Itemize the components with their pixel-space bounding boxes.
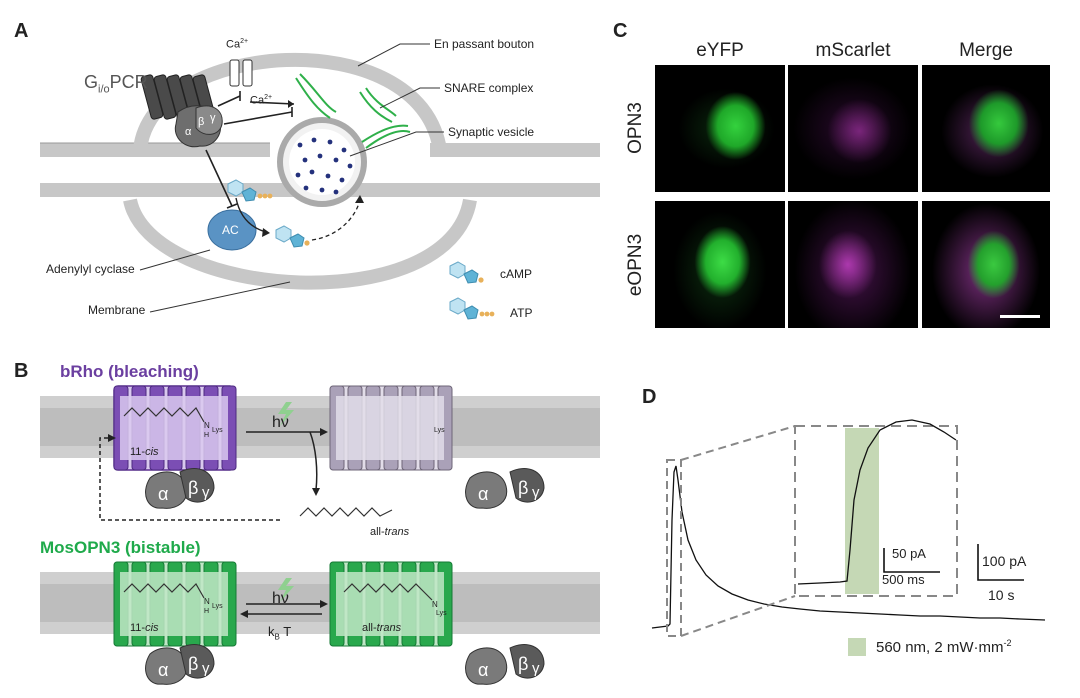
row-header-eopn3: eOPN3 (625, 233, 646, 297)
kbt-label: kB T (268, 624, 292, 642)
alpha-label-1: α (158, 484, 169, 504)
micrograph-eopn3-eyfp (655, 201, 785, 328)
hv-label-top: hν (272, 414, 289, 431)
alpha-label-4: α (478, 660, 489, 680)
panel-label-d: D (642, 386, 657, 408)
lys-label-3: Lys (212, 603, 223, 610)
main-scale-y: 100 pA (982, 553, 1027, 569)
micrograph-opn3-merge (922, 65, 1050, 192)
gpcr-helices (140, 74, 216, 120)
vesicle-dots (295, 137, 353, 195)
adenylyl-cyclase-enzyme: AC (222, 223, 239, 237)
rhodopsin-cycle-diagram (40, 385, 600, 685)
hv-label-bottom: hν (272, 590, 289, 607)
light-pulse-bar (845, 428, 879, 594)
cis-label-top: 11-cis (130, 446, 159, 458)
mosopn3-opsin-cis (113, 561, 237, 647)
lys-label-1: Lys (212, 427, 223, 434)
nitrogen-label-1: N (204, 421, 210, 430)
inset-scale-x: 500 ms (882, 572, 925, 587)
beta-label-2: β (518, 478, 529, 498)
gamma-label-1: γ (202, 484, 210, 501)
calcium-label-inside: Ca2+ (250, 94, 273, 107)
col-header-merge: Merge (959, 40, 1013, 61)
panel-label-c: C (613, 20, 628, 42)
gamma-label-4: γ (532, 660, 540, 677)
nitrogen-label-3: N (432, 600, 438, 609)
synapse-diagram (40, 43, 600, 320)
col-header-eyfp: eYFP (696, 40, 744, 61)
panel-label-b: B (14, 360, 29, 382)
all-trans-label-free: all-trans (370, 526, 410, 538)
g-proteins (145, 468, 545, 685)
all-trans-label-bottom: all-trans (362, 622, 402, 634)
lys-label-2: Lys (434, 427, 445, 434)
row-header-opn3: OPN3 (625, 102, 646, 154)
calcium-label-top: Ca2+ (226, 38, 249, 51)
g-beta-label: β (198, 116, 205, 128)
beta-label-3: β (188, 654, 199, 674)
hydrogen-label-1: H (204, 432, 210, 439)
panel-label-a: A (14, 20, 29, 42)
inset-box (794, 425, 958, 597)
beta-label-4: β (518, 654, 529, 674)
legend-atp-icon (449, 297, 495, 320)
beta-label-1: β (188, 478, 199, 498)
camp-legend-label: cAMP (500, 267, 533, 281)
main-current-trace (651, 465, 1046, 629)
membrane-label: Membrane (88, 303, 146, 317)
gamma-label-3: γ (202, 660, 210, 677)
en-passant-label: En passant bouton (434, 37, 535, 51)
hydrogen-label-2: H (204, 608, 210, 615)
inset-scale-y: 50 pA (892, 546, 926, 561)
atp-molecule-icon (227, 179, 273, 202)
leader-lines (139, 43, 444, 313)
brho-opsin (113, 385, 237, 471)
legend-camp-icon (449, 261, 484, 284)
light-bolt-icon-2 (278, 578, 294, 602)
mosopn3-title: MosOPN3 (bistable) (40, 538, 201, 557)
light-bolt-icon (278, 402, 294, 426)
snare-strands (295, 73, 411, 149)
alpha-label-2: α (478, 484, 489, 504)
micrograph-opn3-eyfp (655, 65, 785, 192)
nitrogen-label-2: N (204, 597, 210, 606)
vesicle-label: Synaptic vesicle (448, 125, 535, 139)
calcium-channel (229, 59, 253, 87)
reaction-arrows (99, 431, 322, 615)
alpha-label-3: α (158, 660, 169, 680)
atp-legend-label: ATP (510, 306, 533, 320)
cis-label-bottom: 11-cis (130, 622, 159, 634)
adenylyl-label: Adenylyl cyclase (46, 262, 135, 276)
col-header-mscarlet: mScarlet (815, 40, 891, 61)
apo-opsin (329, 385, 453, 471)
brho-title: bRho (bleaching) (60, 362, 199, 381)
camp-molecule-icon (275, 225, 310, 248)
lys-label-4: Lys (436, 610, 447, 617)
legend-swatch (848, 638, 866, 656)
mosopn3-opsin-trans (329, 561, 453, 647)
micrograph-eopn3-mscarlet (788, 201, 918, 328)
g-alpha-label: α (185, 126, 192, 138)
inhibition-arrows (205, 91, 295, 209)
light-legend: 560 nm, 2 mW·mm-2 (876, 638, 1012, 656)
zoom-box (666, 459, 682, 637)
g-gamma-label: γ (210, 112, 216, 124)
micrograph-opn3-mscarlet (788, 65, 918, 192)
scale-bar (1000, 315, 1040, 318)
main-scale-x: 10 s (988, 587, 1015, 603)
micrograph-eopn3-merge (922, 201, 1050, 328)
gpcr-label: Gi/oPCR (84, 72, 148, 96)
inset-current-trace (797, 419, 957, 585)
gamma-label-2: γ (532, 484, 540, 501)
photocurrent-trace-figure (651, 419, 1046, 656)
retinal-chains (123, 407, 433, 601)
snare-label: SNARE complex (444, 81, 534, 95)
